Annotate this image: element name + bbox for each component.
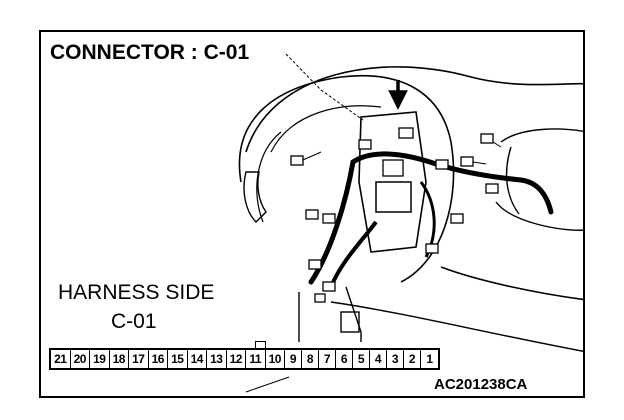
pin-12: 12 [227, 350, 246, 368]
glovebox-line [330, 301, 583, 352]
pin-7: 7 [319, 350, 336, 368]
pin-8: 8 [302, 350, 319, 368]
dashboard-illustration [238, 53, 583, 393]
main-harness [308, 151, 554, 285]
pin-15: 15 [168, 350, 188, 368]
pin-13: 13 [207, 350, 227, 368]
connector-arrow [388, 80, 408, 110]
pin-3: 3 [387, 350, 404, 368]
pin-5: 5 [353, 350, 370, 368]
pin-14: 14 [188, 350, 207, 368]
pin-17: 17 [129, 350, 149, 368]
left-vent [243, 171, 267, 223]
connector-title: CONNECTOR : C-01 [50, 41, 250, 64]
pin-16: 16 [149, 350, 168, 368]
dashboard-outline [245, 66, 583, 153]
pin-19: 19 [90, 350, 110, 368]
dashboard-lower-edge [440, 266, 583, 301]
center-vent [495, 128, 583, 231]
title-leader-line [285, 53, 364, 121]
pin-18: 18 [110, 350, 129, 368]
cluster-hood [238, 75, 455, 283]
steering-column [298, 286, 362, 342]
pin-21: 21 [51, 350, 71, 368]
connector-key [255, 341, 266, 350]
pin-1: 1 [426, 352, 433, 366]
pin-4: 4 [370, 350, 387, 368]
connector-blocks [290, 133, 499, 303]
pin-6: 6 [336, 350, 353, 368]
pin-9: 9 [285, 350, 302, 368]
pin-10: 10 [266, 350, 285, 368]
pin-20: 20 [71, 350, 90, 368]
harness-side-label: HARNESS SIDE [58, 281, 215, 304]
harness-connector-id: C-01 [111, 310, 157, 333]
pin-11: 11 [246, 350, 266, 368]
pin-2: 2 [404, 350, 421, 368]
figure-code: AC201238CA [434, 376, 528, 393]
